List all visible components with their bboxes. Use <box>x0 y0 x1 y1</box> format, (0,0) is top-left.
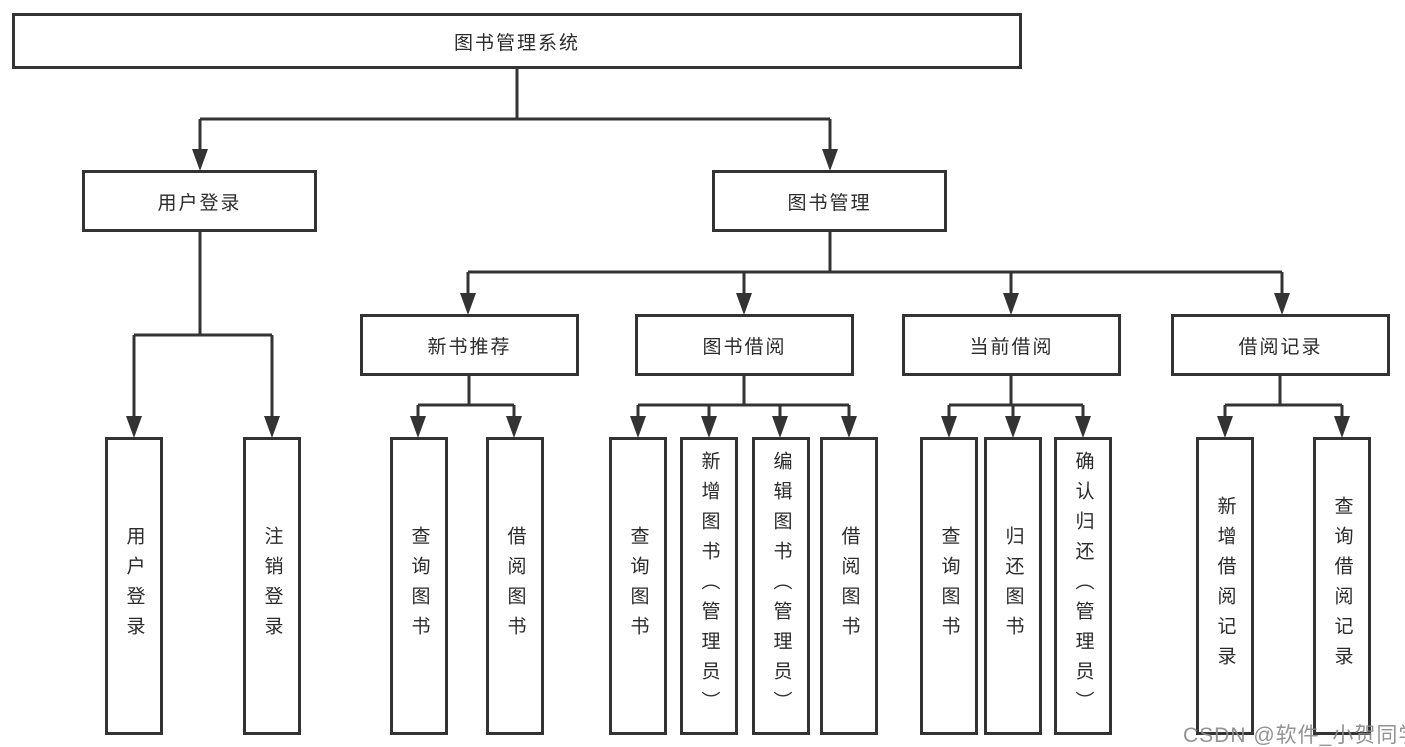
csdn-watermark: CSDN @软件_小贺同学 <box>1183 724 1405 747</box>
leaf-add-borrow-record: 新增借阅记录 <box>1196 437 1254 735</box>
connector-borrow-records-children <box>1217 376 1350 438</box>
leaf-add-books-admin: 新增图书（管理员） <box>680 437 738 735</box>
connector-root-to-level2 <box>192 68 838 171</box>
leaf-query-books-current: 查询图书 <box>920 437 978 735</box>
node-new-book-recommend: 新书推荐 <box>360 314 579 376</box>
leaf-logout: 注销登录 <box>243 437 301 735</box>
leaf-borrow-books-recommend: 借阅图书 <box>486 437 544 735</box>
leaf-query-borrow-record: 查询借阅记录 <box>1313 437 1371 735</box>
connector-book-mgmt-to-level3 <box>460 232 1290 315</box>
node-book-borrowing: 图书借阅 <box>635 314 854 376</box>
connector-new-book-children <box>410 376 522 438</box>
node-root-library-system: 图书管理系统 <box>12 13 1022 69</box>
node-borrowing-records: 借阅记录 <box>1171 314 1390 376</box>
connector-current-borrow-children <box>941 376 1091 438</box>
leaf-query-books-borrowing: 查询图书 <box>609 437 667 735</box>
node-current-borrowing: 当前借阅 <box>902 314 1121 376</box>
leaf-return-books: 归还图书 <box>984 437 1042 735</box>
node-book-management-module: 图书管理 <box>712 170 947 232</box>
node-user-login-module: 用户登录 <box>82 170 317 232</box>
leaf-confirm-return-admin: 确认归还（管理员） <box>1054 437 1112 735</box>
leaf-user-login: 用户登录 <box>105 437 163 735</box>
connector-user-login-children <box>126 232 280 438</box>
leaf-borrow-books-borrowing: 借阅图书 <box>820 437 878 735</box>
leaf-query-books-recommend: 查询图书 <box>390 437 448 735</box>
leaf-edit-books-admin: 编辑图书（管理员） <box>752 437 810 735</box>
connector-book-borrow-children <box>630 376 857 438</box>
